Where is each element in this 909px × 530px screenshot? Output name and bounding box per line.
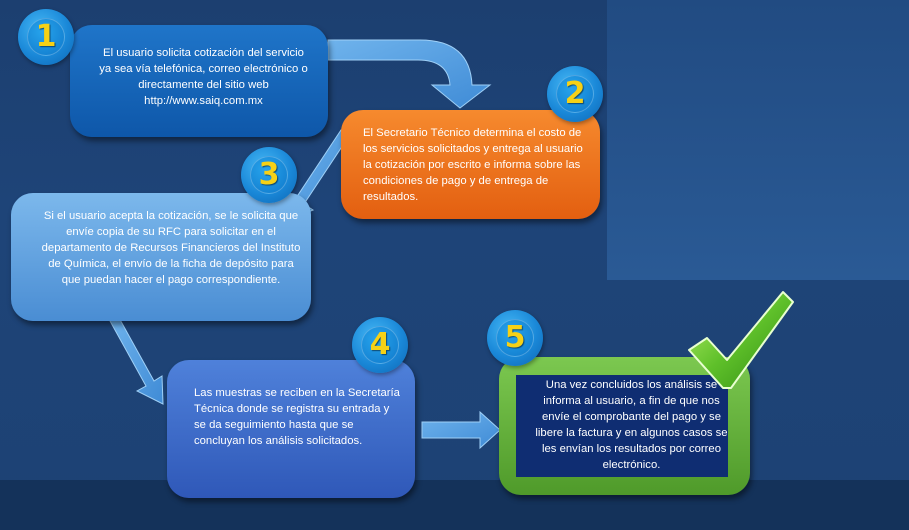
step-4-box: Las muestras se reciben en la Secretaría…: [167, 360, 415, 498]
step-3-number: 3: [258, 157, 280, 192]
green-checkmark-icon: [688, 291, 794, 389]
step-1-badge: 1: [18, 9, 74, 65]
step-4-text: Las muestras se reciben en la Secretaría…: [194, 387, 400, 447]
step-2-text: El Secretario Técnico determina el costo…: [363, 127, 583, 203]
arrow-1-to-2: [327, 39, 492, 109]
step-1-number: 1: [35, 19, 57, 54]
step-1-text: El usuario solicita cotización del servi…: [99, 47, 308, 107]
background-panel: [607, 0, 909, 280]
step-5-text: Una vez concluidos los análisis se infor…: [535, 379, 728, 471]
step-2-box: El Secretario Técnico determina el costo…: [341, 110, 600, 219]
step-5-number: 5: [504, 320, 526, 355]
step-4-badge: 4: [352, 317, 408, 373]
step-2-number: 2: [564, 76, 586, 111]
bottom-band: [0, 480, 909, 530]
step-3-badge: 3: [241, 147, 297, 203]
step-1-box: El usuario solicita cotización del servi…: [70, 25, 328, 137]
step-5-text-panel: [516, 375, 728, 477]
step-4-number: 4: [369, 327, 391, 362]
step-2-badge: 2: [547, 66, 603, 122]
arrow-3-to-4: [109, 315, 164, 405]
arrow-4-to-5: [421, 410, 501, 450]
step-5-badge: 5: [487, 310, 543, 366]
step-3-text: Si el usuario acepta la cotización, se l…: [41, 210, 301, 286]
step-3-box: Si el usuario acepta la cotización, se l…: [11, 193, 311, 321]
step-5-box: Una vez concluidos los análisis se infor…: [499, 357, 750, 495]
